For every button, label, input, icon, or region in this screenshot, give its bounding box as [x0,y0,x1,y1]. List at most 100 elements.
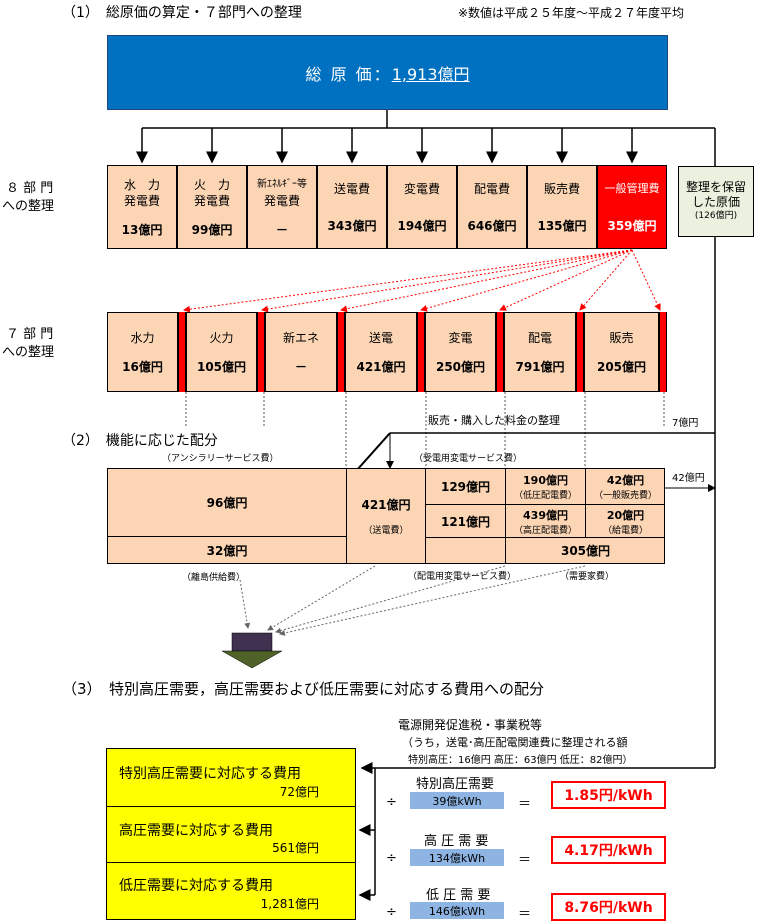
high-unit-price: 4.17円/kWh [551,836,666,864]
dept7-hydro-name: 水力 [130,330,155,345]
matrix-customer-total: 305億円 [560,544,611,558]
matrix-dispatch: 20億円 （給電費） [586,505,665,538]
total-cost-label: 総 原 価： [305,64,392,84]
dept8-new-energy-name: 新ｴﾈﾙｷﾞｰ等 [257,178,307,190]
dept7-substation-admin-strip [496,312,504,392]
fortytwo-oku-label: 42億円 [672,473,705,484]
matrix-transmission: 421億円 （送電費） [347,469,426,563]
matrix-low-distribution: 190億円 （低圧配電費） [506,469,586,505]
dept8-row: 水 力 発電費 13億円 火 力 発電費 99億円 新ｴﾈﾙｷﾞｰ等 発電費 －… [107,165,667,249]
dept7-transmission-name: 送電 [368,330,393,345]
sales-purchase-label: 販売・購入した料金の整理 [428,414,560,427]
dept7-distribution-name: 配電 [527,330,552,345]
matrix-high-distribution-value: 439億円 [523,508,568,522]
dept8-general-admin-name: 一般管理費 [604,181,660,195]
matrix-substation-top: 129億円 [426,469,506,505]
dept8-general-admin-value: 359億円 [607,218,657,233]
dept8-sales: 販売費 135億円 [527,165,597,249]
dept8-new-energy-name2: 発電費 [263,193,300,208]
dept7-transmission: 送電 421億円 [345,312,417,392]
matrix-general-sales-label: （一般販売費） [593,491,657,501]
reserved-cost-line2: した原価 [691,195,740,209]
matrix-ancillary-top: 96億円 [108,469,347,537]
tax-line1: 電源開発促進税・事業税等 [398,718,543,732]
dept7-thermal-name: 火力 [209,330,234,345]
matrix-transmission-value: 421億円 [361,498,411,512]
dept7-sales-value: 205億円 [596,359,647,374]
dept8-substation: 変電費 194億円 [387,165,457,249]
result-cost-group: 特別高圧需要に対応する費用 72億円 高圧需要に対応する費用 561億円 低圧需… [106,748,356,920]
seven-oku-label: 7億円 [672,418,699,429]
row-8-label-line2: への整理 [2,199,55,214]
high-kwh: 134億kWh [410,849,504,866]
dept7-hydro: 水力 16億円 [107,312,178,392]
matrix-remote-island: 32億円 [108,537,347,563]
low-kwh: 146億kWh [410,902,504,919]
low-unit-price: 8.76円/kWh [551,893,666,921]
dept7-distribution: 配電 791億円 [504,312,576,392]
extra-high-cost-value: 72億円 [279,785,319,799]
reserved-cost-box: 整理を保留 した原価 (126億円) [678,166,754,237]
low-demand-name: 低 圧 需 要 [426,888,491,903]
matrix-dispatch-label: （給電費） [602,525,648,536]
divide-sign-1: ÷ [386,795,397,810]
dept8-distribution: 配電費 646億円 [457,165,527,249]
low-cost-label: 低圧需要に対応する費用 [119,878,273,894]
dept8-general-admin: 一般管理費 359億円 [597,165,667,249]
dept7-sales: 販売 205億円 [584,312,659,392]
dept8-hydro-value: 13億円 [121,222,163,237]
dept7-substation-name: 変電 [448,330,473,345]
dept7-distribution-admin-strip [576,312,584,392]
total-cost-box: 総 原 価： 1,913億円 [107,35,668,110]
dept8-distribution-value: 646億円 [467,218,517,233]
dept7-row: 水力 16億円 火力 105億円 新エネ － 送電 421億円 変電 250億円… [107,312,667,392]
dept7-hydro-admin-strip [178,312,186,392]
reserved-cost-line1: 整理を保留 [685,180,746,194]
dept7-hydro-value: 16億円 [122,359,163,374]
row-8-label-line1: ８ 部 門 [6,181,54,196]
low-cost-value: 1,281億円 [260,897,319,911]
extra-high-demand-name: 特別高圧需要 [416,777,495,792]
distribution-service-label: （配電用変電サービス費） [408,572,517,582]
remote-island-label: （離島供給費） [182,573,246,583]
matrix-low-distribution-value: 190億円 [523,474,568,487]
matrix-substation-bottom: 121億円 [426,505,506,538]
section-2-heading: （2） 機能に応じた配分 [62,433,218,449]
dept8-thermal-name: 火 力 [193,177,230,192]
dept8-transmission: 送電費 343億円 [317,165,387,249]
dept8-distribution-name: 配電費 [473,181,510,196]
reserved-cost-value: (126億円) [694,211,738,221]
high-cost-value: 561億円 [272,841,319,855]
extra-high-unit-price: 1.85円/kWh [551,781,666,809]
matrix-low-distribution-label: （低圧配電費） [513,491,577,501]
dept7-new-energy-admin-strip [337,312,345,392]
down-arrow-icon [221,632,283,669]
dept8-sales-value: 135億円 [537,218,587,233]
matrix-dispatch-value: 20億円 [606,508,645,522]
section-1-heading: （1） 総原価の算定・７部門への整理 [62,5,302,21]
customer-cost-label: （需要家費） [560,572,615,582]
matrix-general-sales-value: 42億円 [606,474,645,487]
row-7-label-line2: への整理 [2,345,55,360]
dept8-substation-value: 194億円 [397,218,447,233]
dept7-transmission-admin-strip [417,312,425,392]
dept8-thermal-value: 99億円 [191,222,233,237]
dept7-new-energy-name: 新エネ [282,330,319,345]
matrix-high-distribution: 439億円 （高圧配電費） [506,505,586,538]
equals-sign-1: ＝ [518,797,532,812]
extra-high-cost-label: 特別高圧需要に対応する費用 [119,766,301,782]
dept7-thermal: 火力 105億円 [186,312,257,392]
dept8-thermal: 火 力 発電費 99億円 [177,165,247,249]
equals-sign-2: ＝ [518,853,532,868]
dept8-hydro-name: 水 力 [123,177,160,192]
dept7-new-energy: 新エネ － [265,312,337,392]
substation-service-label: （受電用変電サービス費） [414,454,523,464]
divide-sign-2: ÷ [386,851,397,866]
dept7-transmission-value: 421億円 [356,359,406,374]
equals-sign-3: ＝ [518,907,532,922]
matrix-transmission-label: （送電費） [363,526,409,536]
matrix-general-sales: 42億円 （一般販売費） [586,469,665,505]
ancillary-label: （アンシラリーサービス費） [162,454,279,464]
high-demand-name: 高 圧 需 要 [424,834,489,849]
high-cost-box: 高圧需要に対応する費用 561億円 [107,807,355,863]
